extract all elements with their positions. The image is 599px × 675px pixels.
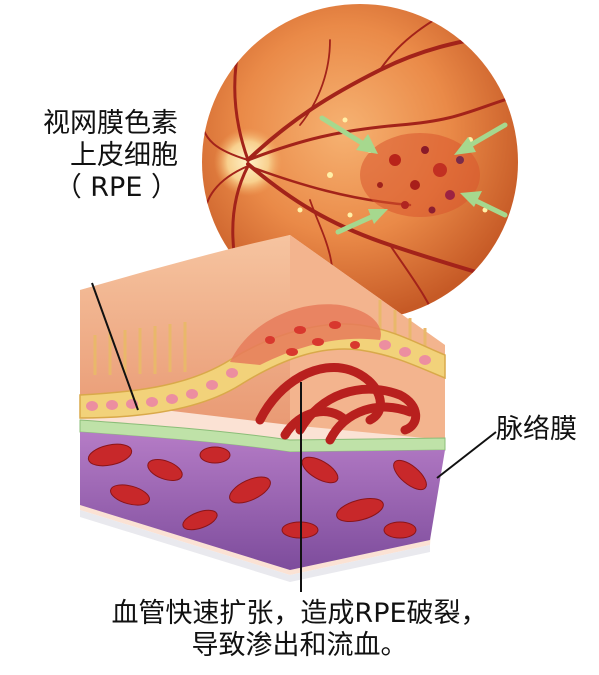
rpe-label: 视网膜色素 上皮细胞 （ RPE ） bbox=[8, 108, 178, 204]
caption-line1: 血管快速扩张，造成RPE破裂， bbox=[0, 598, 599, 630]
rpe-label-line3: （ RPE ） bbox=[8, 172, 178, 204]
caption-line2: 导致渗出和流血。 bbox=[0, 630, 599, 662]
rpe-label-line1: 视网膜色素 bbox=[8, 108, 178, 140]
rpe-label-line2: 上皮细胞 bbox=[8, 140, 178, 172]
caption: 血管快速扩张，造成RPE破裂， 导致渗出和流血。 bbox=[0, 598, 599, 662]
choroid-leader-line bbox=[437, 432, 496, 478]
choroid-label: 脉络膜 bbox=[496, 414, 577, 446]
